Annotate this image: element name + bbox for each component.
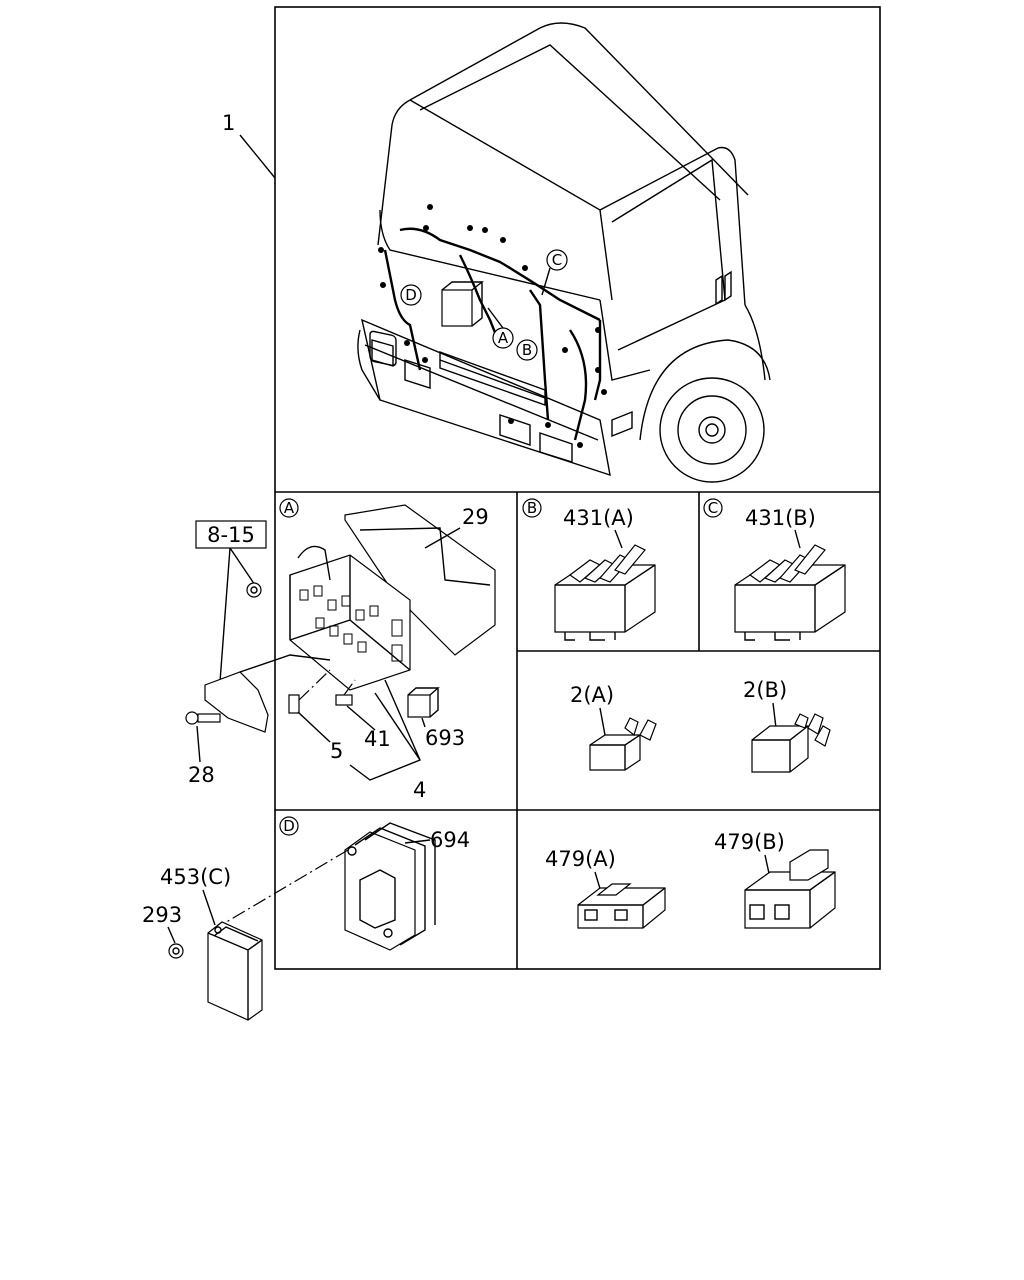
fuse-2a-illustration bbox=[589, 717, 657, 771]
fuse-box-cover-illustration bbox=[344, 504, 496, 656]
svg-text:5: 5 bbox=[330, 739, 343, 763]
marker-b-cab: B bbox=[516, 339, 538, 361]
svg-text:C: C bbox=[708, 499, 718, 517]
relay-693-illustration bbox=[407, 687, 440, 718]
callout-fuse-41: 41 bbox=[346, 705, 391, 751]
callout-cover: 29 bbox=[424, 505, 489, 549]
fuse-small-illustration bbox=[288, 669, 331, 714]
panel-frames bbox=[274, 6, 881, 970]
callout-conn-479b: 479(B) bbox=[714, 830, 785, 879]
relay-694-illustration bbox=[344, 822, 436, 951]
callout-harness: 1 bbox=[222, 111, 276, 179]
connector-479a-illustration bbox=[577, 883, 666, 929]
panel-d-marker: D bbox=[279, 816, 299, 836]
panel-a-marker: A bbox=[279, 498, 299, 518]
svg-text:A: A bbox=[284, 499, 295, 517]
fuse-box-illustration bbox=[289, 545, 411, 691]
panel-b-marker: B bbox=[522, 498, 542, 518]
callout-nut-293: 293 bbox=[142, 903, 182, 944]
truck-cab-illustration bbox=[357, 22, 771, 483]
svg-text:453(C): 453(C) bbox=[160, 865, 231, 889]
svg-text:4: 4 bbox=[413, 778, 426, 802]
callout-conn-431a: 431(A) bbox=[563, 506, 634, 549]
bolt-illustration bbox=[185, 711, 221, 725]
svg-text:C: C bbox=[552, 251, 562, 269]
svg-text:2(A): 2(A) bbox=[570, 683, 614, 707]
fuse-2b-illustration bbox=[751, 713, 831, 773]
callout-module-453c: 453(C) bbox=[160, 865, 231, 926]
connector-479b-illustration bbox=[744, 849, 836, 929]
svg-text:694: 694 bbox=[430, 828, 470, 852]
svg-text:293: 293 bbox=[142, 903, 182, 927]
panel-c-marker: C bbox=[703, 498, 723, 518]
svg-text:431(A): 431(A) bbox=[563, 506, 634, 530]
marker-c-cab: C bbox=[541, 249, 568, 296]
callout-fuse-small: 5 bbox=[297, 711, 343, 763]
fuse-41-illustration bbox=[335, 679, 356, 706]
callout-fuse-kit: 4 bbox=[349, 679, 426, 802]
svg-text:41: 41 bbox=[364, 727, 391, 751]
marker-d-cab: D bbox=[400, 284, 422, 306]
svg-text:B: B bbox=[527, 499, 537, 517]
svg-text:D: D bbox=[283, 817, 295, 835]
svg-text:B: B bbox=[522, 341, 532, 359]
svg-text:479(B): 479(B) bbox=[714, 830, 785, 854]
svg-text:A: A bbox=[498, 329, 509, 347]
svg-text:479(A): 479(A) bbox=[545, 847, 616, 871]
callout-fuse-2b: 2(B) bbox=[743, 678, 787, 729]
harness-connector-dots bbox=[378, 204, 607, 448]
svg-text:1: 1 bbox=[222, 111, 235, 135]
callout-relay-694: 694 bbox=[404, 828, 470, 852]
svg-text:693: 693 bbox=[425, 726, 465, 750]
nut-illustration bbox=[246, 582, 262, 598]
bracket-illustration bbox=[204, 654, 331, 733]
connector-431a-illustration bbox=[554, 544, 656, 641]
svg-text:28: 28 bbox=[188, 763, 215, 787]
marker-a-cab: A bbox=[487, 307, 514, 349]
connector-431b-illustration bbox=[734, 544, 846, 641]
callout-bolt: 28 bbox=[188, 725, 215, 787]
reference-box: 8-15 bbox=[195, 520, 267, 683]
svg-text:431(B): 431(B) bbox=[745, 506, 816, 530]
svg-text:D: D bbox=[405, 286, 417, 304]
svg-text:8-15: 8-15 bbox=[207, 523, 255, 547]
callout-relay-693: 693 bbox=[421, 717, 465, 750]
callout-fuse-2a: 2(A) bbox=[570, 683, 614, 736]
svg-text:29: 29 bbox=[462, 505, 489, 529]
svg-text:2(B): 2(B) bbox=[743, 678, 787, 702]
module-453c-illustration bbox=[207, 921, 263, 1021]
nut-293-illustration bbox=[168, 943, 184, 959]
callout-conn-479a: 479(A) bbox=[545, 847, 616, 893]
callout-conn-431b: 431(B) bbox=[745, 506, 816, 549]
